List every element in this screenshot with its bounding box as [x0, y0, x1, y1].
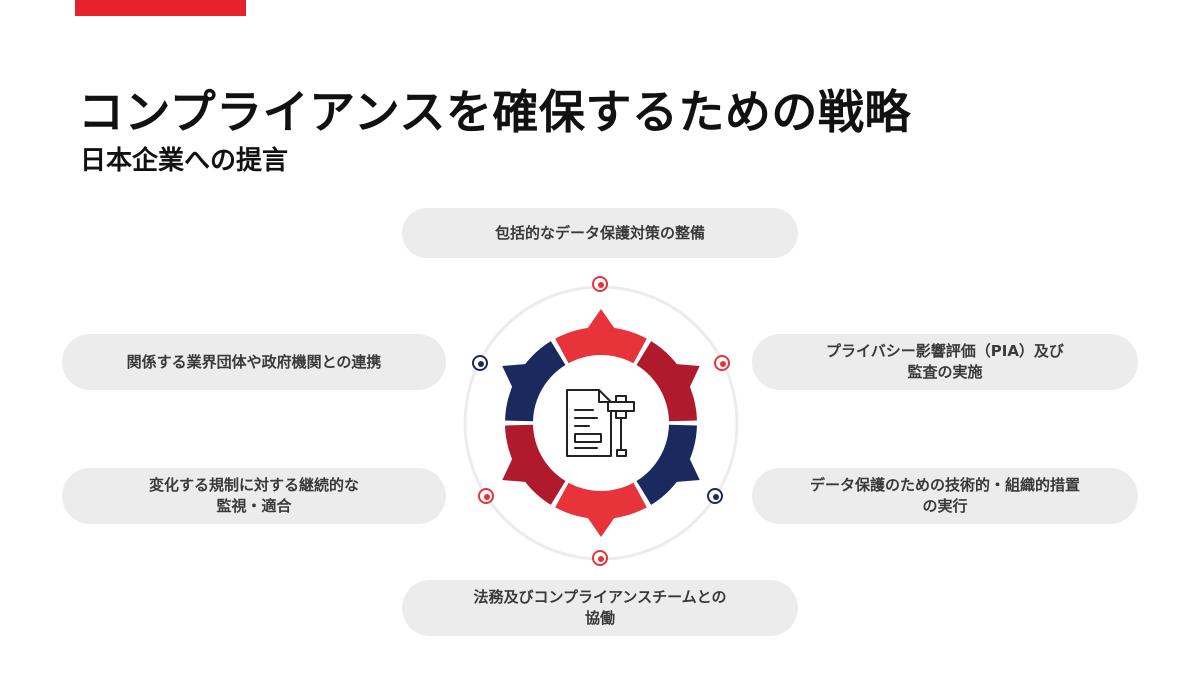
- page-subtitle: 日本企業への提言: [80, 146, 289, 176]
- accent-bar: [75, 0, 246, 16]
- strategy-pill-upper-left: 関係する業界団体や政府機関との連携: [62, 334, 446, 390]
- strategy-line: データ保護のための技術的・組織的措置: [809, 476, 1080, 494]
- strategy-pill-top: 包括的なデータ保護対策の整備: [402, 208, 798, 258]
- strategy-line: 監視・適合: [216, 497, 292, 515]
- ring-segments: [502, 309, 700, 537]
- strategy-pill-upper-right: プライバシー影響評価（PIA）及び 監査の実施: [752, 334, 1138, 390]
- segment-arrow: [674, 363, 700, 390]
- page-title: コンプライアンスを確保するための戦略: [78, 85, 911, 139]
- connector-dot-top: [592, 276, 608, 292]
- strategy-pill-lower-left: 変化する規制に対する継続的な 監視・適合: [62, 468, 446, 524]
- connector-dot-lower-right: [707, 488, 723, 504]
- segment-lower-right: [636, 424, 697, 505]
- strategy-line: 変化する規制に対する継続的な: [148, 476, 359, 494]
- strategy-line: の実行: [922, 497, 968, 515]
- document-gavel-icon: [566, 389, 635, 457]
- segment-arrow: [674, 456, 700, 483]
- strategy-wheel: [463, 285, 739, 561]
- connector-dot-lower-left: [478, 488, 494, 504]
- strategy-pill-bottom: 法務及びコンプライアンスチームとの 協働: [402, 580, 798, 636]
- strategy-line: 法務及びコンプライアンスチームとの: [473, 588, 727, 606]
- segment-arrow: [502, 363, 528, 390]
- connector-dot-upper-left: [472, 355, 488, 371]
- connector-dot-bottom: [592, 550, 608, 566]
- strategy-line: 包括的なデータ保護対策の整備: [494, 223, 705, 242]
- segment-arrow: [586, 515, 616, 537]
- segment-upper-left: [505, 341, 566, 422]
- strategy-line: 関係する業界団体や政府機関との連携: [126, 352, 382, 371]
- strategy-pill-lower-right: データ保護のための技術的・組織的措置 の実行: [752, 468, 1138, 524]
- segment-upper-right: [636, 341, 697, 422]
- center-disc: [535, 357, 667, 489]
- segment-top: [555, 326, 647, 364]
- strategy-line: 監査の実施: [907, 363, 983, 381]
- segment-arrow: [586, 309, 616, 331]
- strategy-line: プライバシー影響評価（PIA）及び: [826, 342, 1064, 360]
- segment-bottom: [555, 482, 647, 520]
- connector-dot-upper-right: [714, 355, 730, 371]
- segment-lower-left: [505, 424, 566, 505]
- strategy-line: 協働: [584, 609, 615, 627]
- segment-arrow: [502, 456, 528, 483]
